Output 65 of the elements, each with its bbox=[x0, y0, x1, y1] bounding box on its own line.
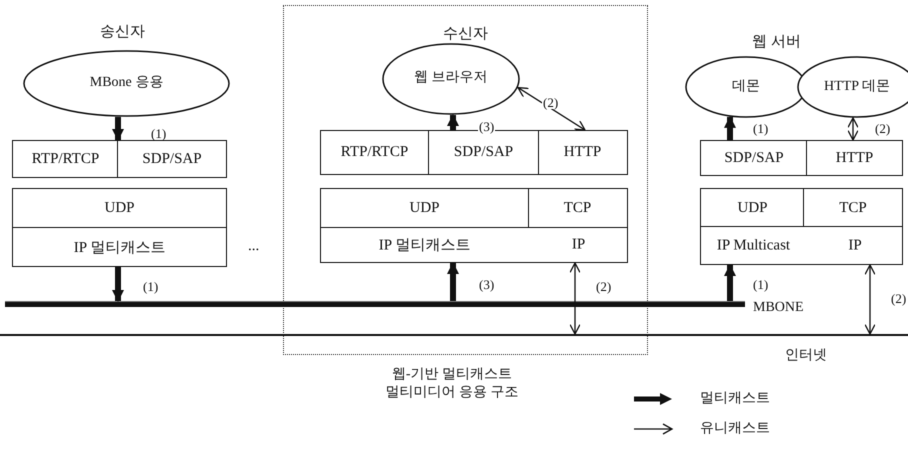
layer-label: IP bbox=[848, 237, 862, 254]
protocol-layer-box bbox=[320, 188, 530, 228]
protocol-layer-box bbox=[700, 226, 903, 265]
protocol-layer-box bbox=[12, 140, 119, 178]
protocol-layer-box bbox=[528, 188, 628, 228]
arrow bbox=[447, 262, 459, 301]
edge-label: (2) bbox=[874, 122, 892, 135]
arrow bbox=[724, 116, 736, 140]
layer-label: IP bbox=[572, 236, 586, 253]
layer-label: TCP bbox=[839, 200, 867, 216]
ellipse-label: 데몬 bbox=[732, 78, 760, 96]
edge-label: (2) bbox=[595, 280, 612, 293]
layer-label: SDP/SAP bbox=[142, 150, 202, 168]
group-heading: 수신자 bbox=[443, 25, 488, 43]
layer-label: UDP bbox=[409, 200, 440, 216]
edge-label: (3) bbox=[478, 120, 496, 133]
protocol-layer-box bbox=[320, 226, 628, 262]
protocol-layer-box bbox=[12, 227, 227, 267]
edge-label: (1) bbox=[752, 278, 770, 291]
dotted-frame bbox=[283, 5, 648, 355]
network-label: MBONE bbox=[753, 300, 804, 316]
protocol-layer-box bbox=[803, 188, 903, 228]
edge-label: (2) bbox=[542, 96, 560, 109]
protocol-layer-box bbox=[12, 188, 227, 229]
column-heading: 송신자 bbox=[100, 23, 145, 41]
edge-label: (1) bbox=[752, 122, 770, 135]
column-heading: ... bbox=[248, 238, 260, 255]
arrow bbox=[112, 116, 124, 141]
protocol-layer-box bbox=[700, 140, 808, 176]
layer-label: IP Multicast bbox=[716, 237, 790, 254]
caption: 웹-기반 멀티캐스트 멀티미디어 응용 구조 bbox=[384, 366, 520, 402]
layer-label: RTP/RTCP bbox=[32, 150, 100, 168]
protocol-layer-box bbox=[117, 140, 227, 178]
protocol-layer-box bbox=[700, 188, 805, 228]
legend-label: 멀티캐스트 bbox=[700, 390, 770, 407]
arrow bbox=[447, 114, 459, 130]
layer-label: HTTP bbox=[836, 150, 874, 166]
legend-label: 유니캐스트 bbox=[700, 420, 770, 437]
arrow bbox=[569, 262, 581, 335]
arrow bbox=[112, 267, 124, 302]
arrow bbox=[864, 264, 876, 335]
layer-label: SDP/SAP bbox=[454, 144, 514, 160]
ellipse-label: HTTP 데몬 bbox=[824, 78, 890, 96]
protocol-layer-box bbox=[320, 130, 430, 174]
ellipse-label: MBone 응용 bbox=[90, 75, 164, 92]
arrow bbox=[724, 264, 736, 301]
layer-label: IP 멀티캐스트 bbox=[378, 236, 470, 254]
edge-label: (1) bbox=[142, 280, 160, 293]
arrow bbox=[847, 117, 859, 141]
protocol-layer-box bbox=[806, 140, 903, 176]
layer-label: SDP/SAP bbox=[724, 150, 784, 166]
edge-label: (1) bbox=[150, 127, 168, 140]
arrow bbox=[517, 86, 586, 131]
edge-label: (3) bbox=[478, 278, 496, 291]
column-heading: 웹 서버 bbox=[752, 33, 801, 51]
protocol-layer-box bbox=[538, 130, 628, 174]
layer-label: UDP bbox=[104, 200, 134, 217]
layer-label: UDP bbox=[737, 200, 768, 216]
network-label: 인터넷 bbox=[785, 347, 827, 364]
layer-label: TCP bbox=[564, 200, 592, 216]
layer-label: HTTP bbox=[564, 144, 602, 160]
edge-label: (2) bbox=[890, 292, 908, 305]
layer-label: IP 멀티캐스트 bbox=[74, 238, 166, 256]
layer-label: RTP/RTCP bbox=[340, 144, 408, 160]
ellipse-label: 웹 브라우저 bbox=[414, 70, 488, 87]
